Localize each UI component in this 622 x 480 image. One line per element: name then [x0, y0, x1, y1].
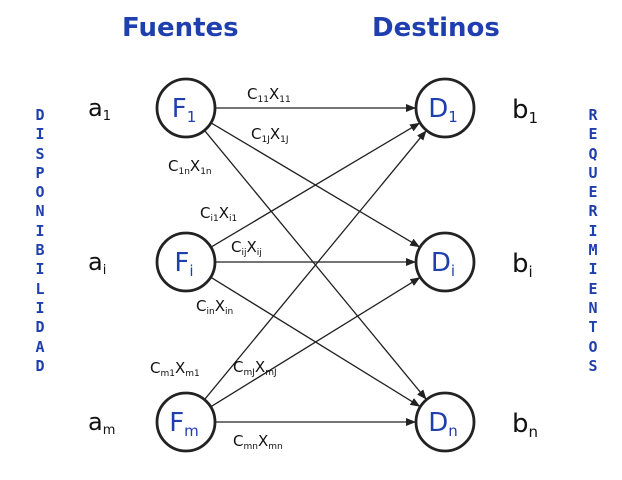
- side-letter: I: [35, 125, 45, 144]
- arc-Fm-D1: [203, 130, 427, 401]
- arc-label-F1-D1: C11X11: [247, 85, 291, 105]
- demand-label-Dn: bn: [512, 409, 538, 441]
- demand-label-Di: bi: [512, 249, 533, 281]
- arc-label-F1-Dn: C1nX1n: [168, 157, 212, 177]
- destination-node-label: Dn: [428, 408, 458, 440]
- arc-label-F1-Di: C1JX1J: [251, 125, 289, 145]
- side-letter: D: [35, 356, 45, 375]
- arc-label-Fi-Di: CijXij: [231, 238, 262, 258]
- source-node-label: Fm: [169, 408, 199, 440]
- side-letter: R: [588, 202, 598, 221]
- side-letter: O: [588, 337, 598, 356]
- side-letter: D: [35, 318, 45, 337]
- destination-node-D1: D1: [414, 77, 476, 139]
- source-node-label: Fi: [174, 248, 193, 280]
- destination-node-label: D1: [428, 94, 458, 126]
- side-letter: B: [35, 241, 45, 260]
- side-letter: N: [588, 298, 598, 317]
- arc-label-Fi-Dn: CinXin: [196, 297, 233, 317]
- supply-label-F1: a1: [88, 94, 111, 124]
- side-letter: E: [588, 183, 598, 202]
- supply-label-Fi: ai: [88, 248, 106, 278]
- demand-label-D1: b1: [512, 95, 538, 127]
- side-letter: I: [35, 260, 45, 279]
- sources-title: Fuentes: [122, 13, 239, 43]
- destination-node-label: Di: [431, 248, 455, 280]
- destination-node-Dn: Dn: [414, 391, 476, 453]
- side-letter: E: [588, 279, 598, 298]
- side-letter: I: [588, 260, 598, 279]
- side-letter: I: [588, 221, 598, 240]
- side-letter: O: [35, 183, 45, 202]
- side-letter: S: [35, 144, 45, 163]
- side-letter: R: [588, 106, 598, 124]
- source-node-Fi: Fi: [155, 231, 217, 293]
- side-letter: I: [35, 298, 45, 317]
- arc-Fi-D1: [210, 122, 421, 248]
- side-letter: A: [35, 337, 45, 356]
- arc-Fm-Di: [210, 277, 421, 408]
- supply-label-Fm: am: [88, 408, 115, 438]
- arc-label-Fm-D1: Cm1Xm1: [150, 359, 200, 379]
- side-letter: M: [588, 241, 598, 260]
- arc-label-Fm-Di: CmJXmJ: [233, 358, 277, 378]
- side-letter: N: [35, 202, 45, 221]
- side-letter: D: [35, 106, 45, 124]
- destination-node-Di: Di: [414, 231, 476, 293]
- source-node-F1: F1: [155, 77, 217, 139]
- side-letter: I: [35, 221, 45, 240]
- side-letter: S: [588, 356, 598, 375]
- destinations-title: Destinos: [372, 13, 500, 43]
- side-letter: T: [588, 318, 598, 337]
- arc-label-Fi-D1: Ci1Xi1: [200, 204, 237, 224]
- side-letter: P: [35, 163, 45, 182]
- source-node-Fm: Fm: [155, 391, 217, 453]
- side-letter: U: [588, 163, 598, 182]
- side-letter: L: [35, 279, 45, 298]
- side-letter: E: [588, 125, 598, 144]
- source-node-label: F1: [172, 94, 197, 126]
- side-letter: Q: [588, 144, 598, 163]
- arc-label-Fm-Dn: CmnXmn: [233, 432, 283, 452]
